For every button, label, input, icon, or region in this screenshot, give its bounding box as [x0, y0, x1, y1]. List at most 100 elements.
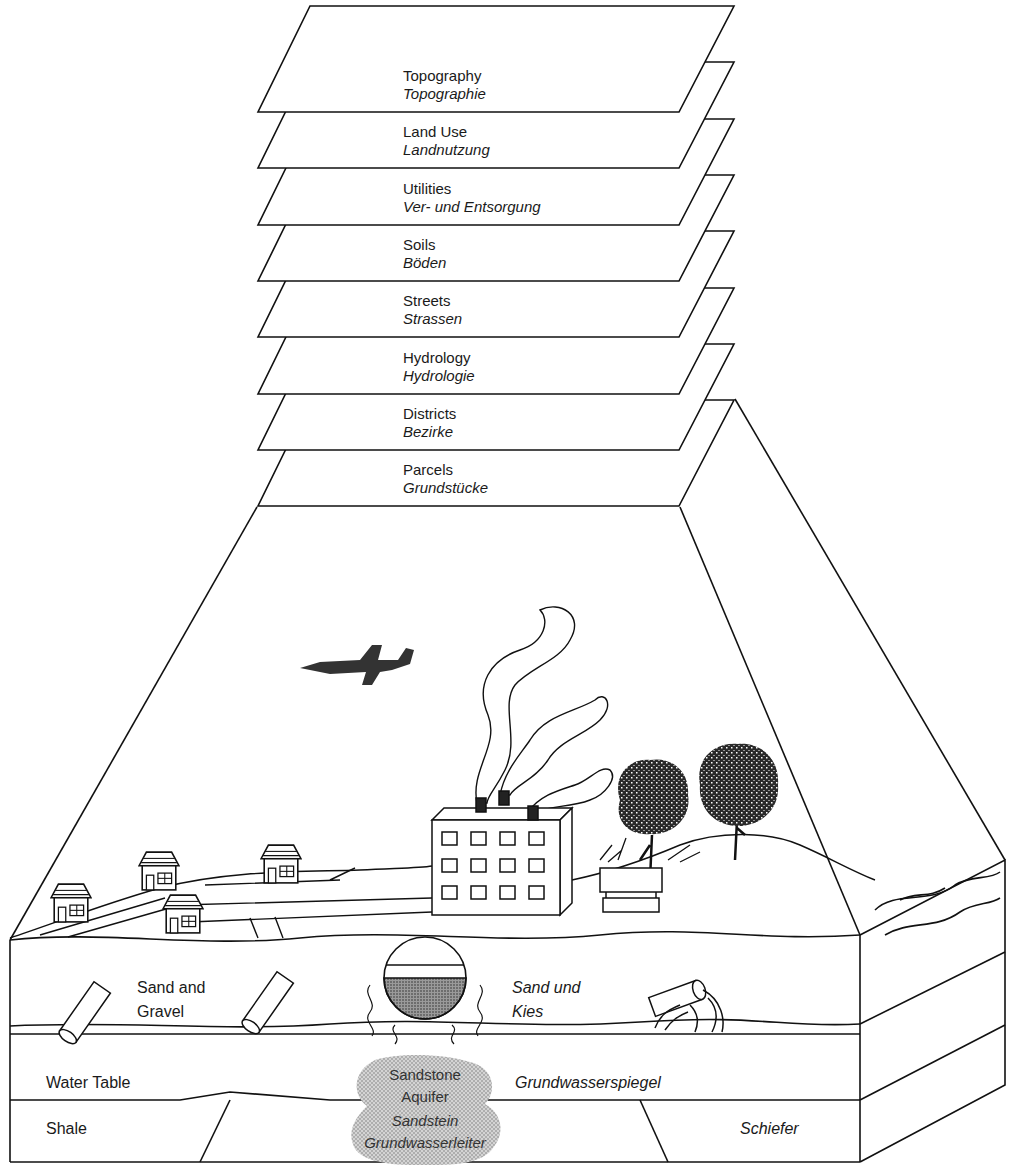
road [180, 898, 432, 922]
bench-back [600, 868, 662, 892]
house-icon [163, 895, 203, 933]
stratum-label: Water Table [46, 1071, 246, 1095]
pipe-symbol [240, 972, 294, 1037]
pipe-end [240, 1017, 262, 1037]
factory-front [432, 820, 560, 915]
right-face [860, 860, 1005, 1162]
tank-contents [384, 978, 466, 1019]
window [529, 886, 544, 899]
label-english: Utilities [403, 180, 703, 198]
label-english: Land Use [403, 123, 703, 141]
window [471, 886, 486, 899]
chimney [528, 806, 538, 820]
strata-line [860, 952, 1005, 1024]
strata-line [10, 1019, 860, 1026]
pipe-symbol [57, 982, 111, 1047]
label-english: Parcels [403, 461, 703, 479]
layer-sheet [258, 231, 734, 337]
window [442, 859, 457, 872]
window [500, 886, 515, 899]
label-german: Landnutzung [403, 141, 703, 159]
label-english: Districts [403, 405, 703, 423]
leak-squiggle [368, 985, 483, 1044]
block-edge [9, 940, 11, 1162]
water-flow [655, 1005, 688, 1030]
label-german: Ver- und Entsorgung [403, 198, 703, 216]
stratum-label: Sand and Gravel [137, 976, 232, 1024]
bench-leg [655, 892, 657, 898]
label-english: Sandstone Aquifer [375, 1064, 475, 1108]
tank-level [386, 964, 464, 966]
label-german: Strassen [403, 310, 703, 328]
tank-outline [384, 937, 466, 1019]
label-german: Grundstücke [403, 479, 703, 497]
factory-roof [432, 808, 572, 820]
gis-layer: TopographyTopographie [257, 5, 735, 113]
front-top-edge [10, 932, 860, 941]
plane-silhouette [300, 645, 414, 685]
label-english: Hydrology [403, 349, 703, 367]
layer-sheet [258, 175, 734, 281]
window [529, 832, 544, 845]
label-german: Hydrologie [403, 367, 703, 385]
window [471, 859, 486, 872]
pipe-end [57, 1027, 79, 1047]
window [442, 886, 457, 899]
layer-sheet [258, 119, 734, 225]
window [500, 832, 515, 845]
label-german: Böden [403, 254, 703, 272]
bench-seat [603, 898, 659, 912]
stratum-label: Shale [46, 1117, 196, 1141]
bench-icon [600, 868, 662, 912]
stratum-label: Grundwasserspiegel [515, 1071, 735, 1095]
window [471, 832, 486, 845]
label-german: Bezirke [403, 423, 703, 441]
houses [51, 845, 301, 933]
frustum-lines [10, 399, 1005, 940]
strata-line [10, 1033, 860, 1035]
smoke-plumes [476, 607, 613, 812]
river-wave [885, 898, 1000, 935]
plane-icon [300, 645, 414, 685]
stratum-label: Sand und Kies [512, 976, 597, 1024]
layer-sheet [258, 288, 734, 394]
house-icon [261, 845, 301, 883]
block-edge [859, 935, 861, 1162]
window [529, 859, 544, 872]
block-faces [10, 860, 1005, 1162]
label-english: Soils [403, 236, 703, 254]
factory-side [560, 808, 572, 915]
chimney [476, 798, 486, 812]
label-german: Sandstein Grundwasserleiter [357, 1110, 493, 1154]
grass-tuft [600, 838, 700, 862]
layer-sheet-outline [257, 5, 735, 113]
frustum-line [10, 507, 257, 940]
factory-icon [432, 791, 572, 915]
strata-line [640, 1100, 668, 1162]
layer-sheet [258, 6, 734, 112]
road [250, 917, 283, 938]
strata-line [200, 1100, 230, 1162]
ground-line [10, 866, 432, 938]
tree-crown [699, 744, 778, 826]
storage-tank [368, 937, 483, 1044]
tree-crown [618, 759, 688, 834]
layer-sheet [258, 62, 734, 168]
factory-windows [442, 832, 544, 899]
stratum-label: Schiefer [740, 1117, 850, 1141]
house-icon [51, 884, 91, 922]
pipe-end [690, 978, 708, 1001]
label-german: Topographie [403, 85, 703, 103]
window [500, 859, 515, 872]
layer-sheet [258, 344, 734, 450]
label-english: Streets [403, 292, 703, 310]
chimney [499, 791, 509, 805]
aquifer-blob [351, 1055, 500, 1165]
aquifer-region: Sandstone AquiferSandstein Grundwasserle… [345, 1052, 505, 1167]
bench-leg [605, 892, 607, 898]
strata-line [860, 1025, 1005, 1100]
frustum-line [680, 507, 860, 935]
label-english: Topography [403, 67, 703, 85]
trees [600, 744, 778, 880]
